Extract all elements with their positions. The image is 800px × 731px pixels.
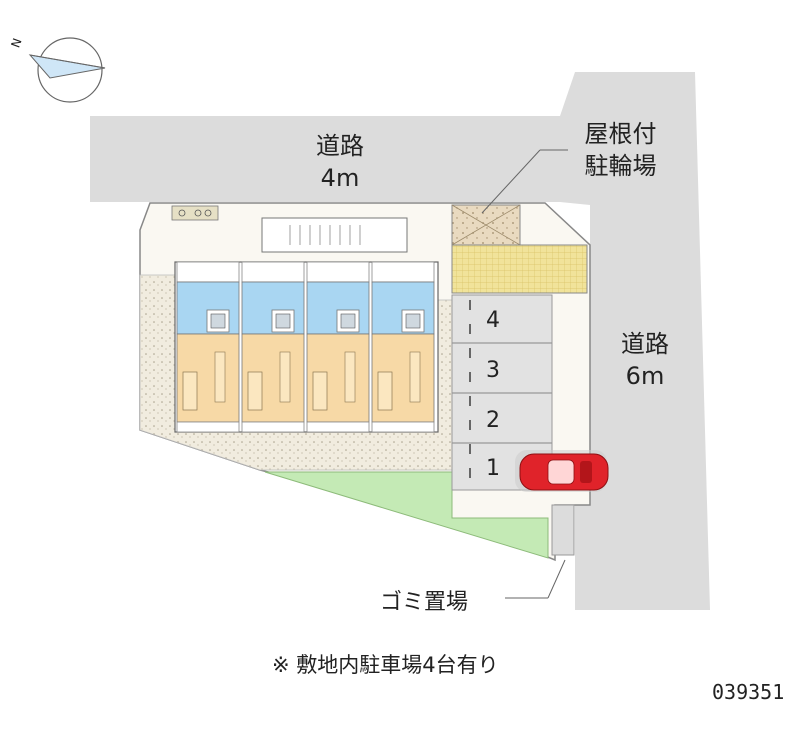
bike-parking <box>451 204 521 246</box>
garbage-area <box>551 504 575 556</box>
road-east-line2: 6m <box>625 362 665 390</box>
bike-parking-line1: 屋根付 <box>584 120 657 148</box>
unit-2 <box>241 261 305 433</box>
parking-space-label-1: 1 <box>486 456 500 481</box>
unit-1 <box>176 261 240 433</box>
road-north <box>90 116 560 202</box>
property-code: 039351 <box>712 680 785 704</box>
parking-space-label-4: 4 <box>486 308 500 333</box>
tile-area <box>451 244 588 294</box>
road-north-line1: 道路 <box>316 132 364 160</box>
green-strip <box>264 471 549 559</box>
car-icon <box>515 450 609 492</box>
parking-space-label-3: 3 <box>486 358 500 383</box>
parking-space-label-2: 2 <box>486 408 500 433</box>
road-north-line2: 4m <box>320 164 360 192</box>
road-north-label: 道路 4m <box>295 130 385 194</box>
road-east-label: 道路 6m <box>600 328 690 392</box>
unit-4 <box>371 261 435 433</box>
bike-parking-label: 屋根付 駐輪場 <box>568 118 673 182</box>
bike-parking-line2: 駐輪場 <box>584 152 657 180</box>
road-east-line1: 道路 <box>621 330 669 358</box>
garbage-label: ゴミ置場 <box>380 590 469 615</box>
units <box>176 261 435 433</box>
unit-3 <box>306 261 370 433</box>
parking-note: ※ 敷地内駐車場4台有り <box>272 653 499 677</box>
compass <box>28 37 106 103</box>
